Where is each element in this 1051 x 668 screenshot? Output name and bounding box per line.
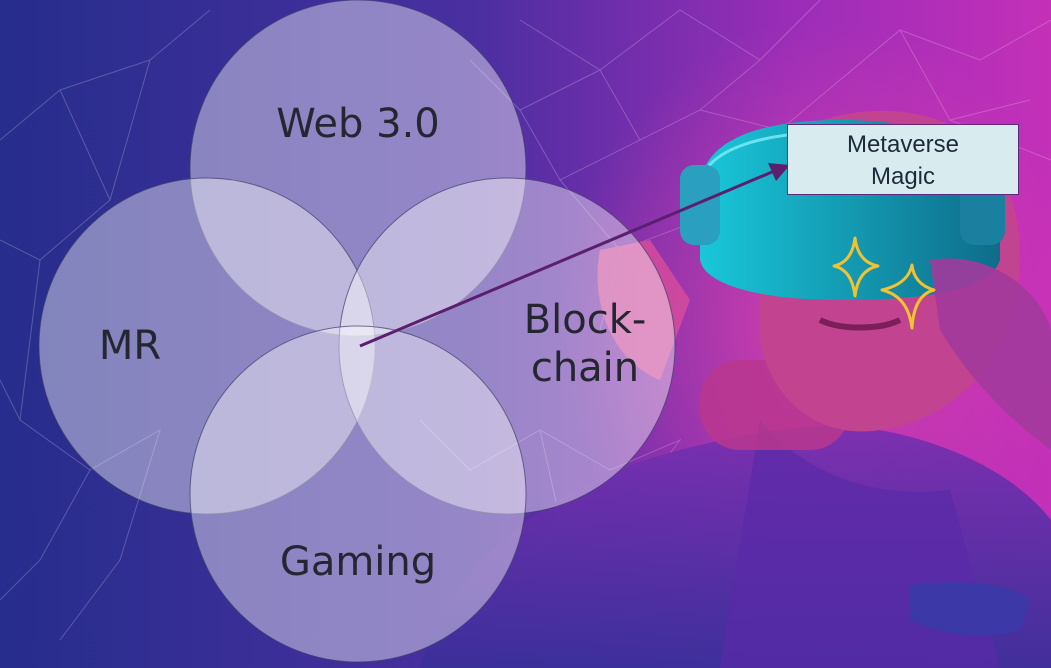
callout-arrow xyxy=(359,163,790,348)
callout-box: Metaverse Magic xyxy=(787,124,1019,195)
vr-person xyxy=(420,20,1051,668)
circle-blockchain xyxy=(338,177,676,515)
label-mr: MR xyxy=(98,323,162,369)
circle-mr xyxy=(38,177,376,515)
label-web3: Web 3.0 xyxy=(276,101,440,147)
sparkle-icon xyxy=(832,236,936,330)
label-blockchain-line1: Block- xyxy=(523,297,647,343)
circle-web3 xyxy=(189,0,527,337)
label-gaming: Gaming xyxy=(279,539,437,585)
callout-line1: Metaverse xyxy=(846,131,960,158)
venn-circles xyxy=(38,0,676,663)
circle-gaming xyxy=(189,325,527,663)
callout-line2: Magic xyxy=(870,163,936,190)
label-blockchain-line2: chain xyxy=(530,345,640,391)
